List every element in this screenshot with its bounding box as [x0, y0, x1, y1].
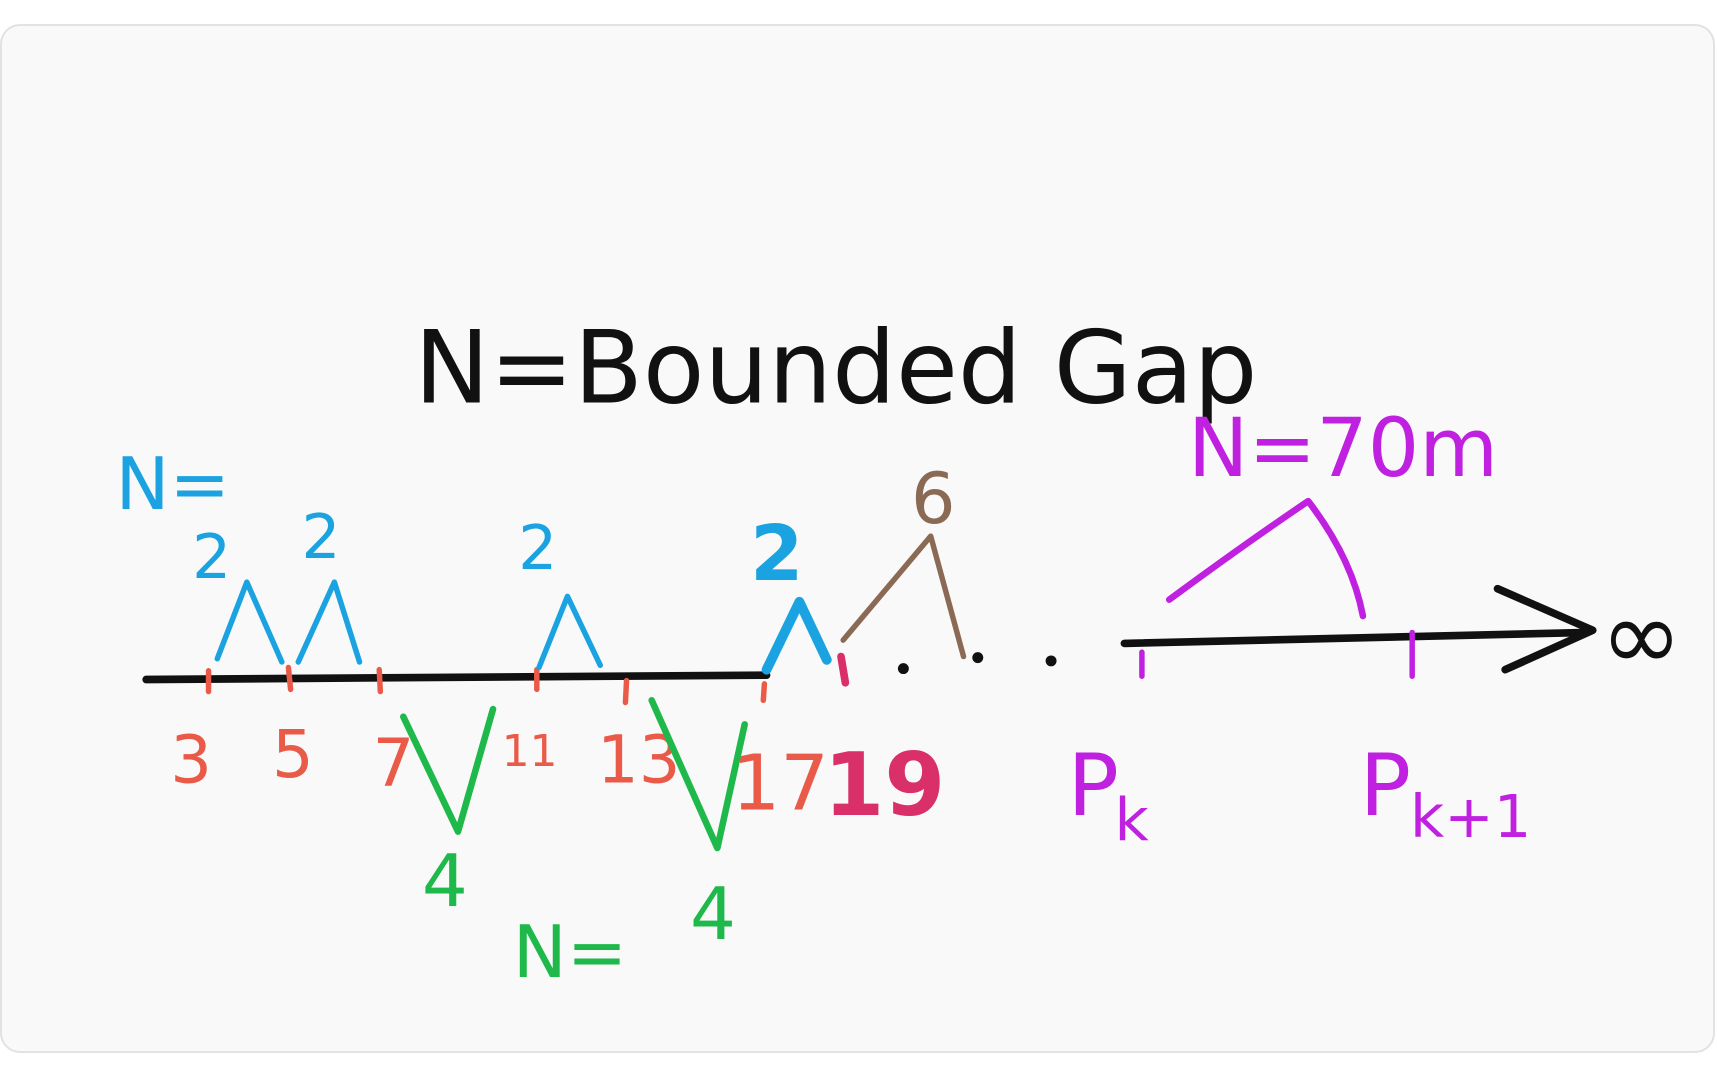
title: N=Bounded Gap	[414, 310, 1257, 427]
twin-gap-caret-bold	[761, 596, 832, 675]
number-line-far	[1120, 628, 1592, 648]
svg-text:k+1: k+1	[1410, 782, 1531, 851]
prime-pk: P k	[1067, 737, 1149, 854]
gap-label: 4	[422, 840, 468, 924]
large-gap-caret	[1165, 497, 1367, 620]
gap-label: 2	[302, 502, 341, 573]
svg-text:k: k	[1115, 785, 1150, 854]
prime-label-highlight: 19	[823, 734, 945, 836]
prime-pk-plus-1: P k+1	[1360, 737, 1532, 851]
ellipsis-dot	[897, 663, 909, 675]
gap-label: 2	[518, 513, 557, 584]
ellipsis-dot	[1045, 655, 1057, 667]
large-gap-ticks	[1139, 629, 1415, 679]
ellipsis-dot	[972, 652, 984, 664]
tick-17	[760, 681, 768, 704]
tick-5	[285, 664, 294, 693]
prime-label: 3	[170, 722, 212, 798]
canvas-card	[0, 24, 1715, 1053]
gap-label: 2	[750, 510, 803, 599]
gap-label: 6	[911, 458, 956, 540]
tick-13	[622, 677, 630, 706]
twin-label: N=	[116, 443, 231, 527]
svg-text:P: P	[1067, 737, 1118, 836]
number-line	[142, 671, 771, 684]
sexy-gap-caret	[840, 533, 967, 660]
arrow-head-icon	[1493, 584, 1597, 674]
cousin-gap-vees	[400, 697, 748, 852]
gap-label: 2	[192, 522, 231, 593]
prime-label: 5	[272, 717, 314, 793]
large-gap-label: N=70m	[1188, 402, 1498, 496]
cousin-label: N=	[513, 911, 628, 995]
svg-text:P: P	[1360, 737, 1411, 836]
prime-label: 17	[732, 740, 829, 829]
twin-gap-carets	[214, 579, 603, 671]
prime-label: 7	[373, 726, 415, 802]
prime-ticks	[205, 664, 768, 706]
tick-19	[837, 652, 850, 687]
infinity-symbol: ∞	[1600, 580, 1682, 694]
prime-label: 11	[502, 726, 558, 777]
gap-label: 4	[690, 873, 736, 957]
tick-7	[376, 666, 384, 695]
